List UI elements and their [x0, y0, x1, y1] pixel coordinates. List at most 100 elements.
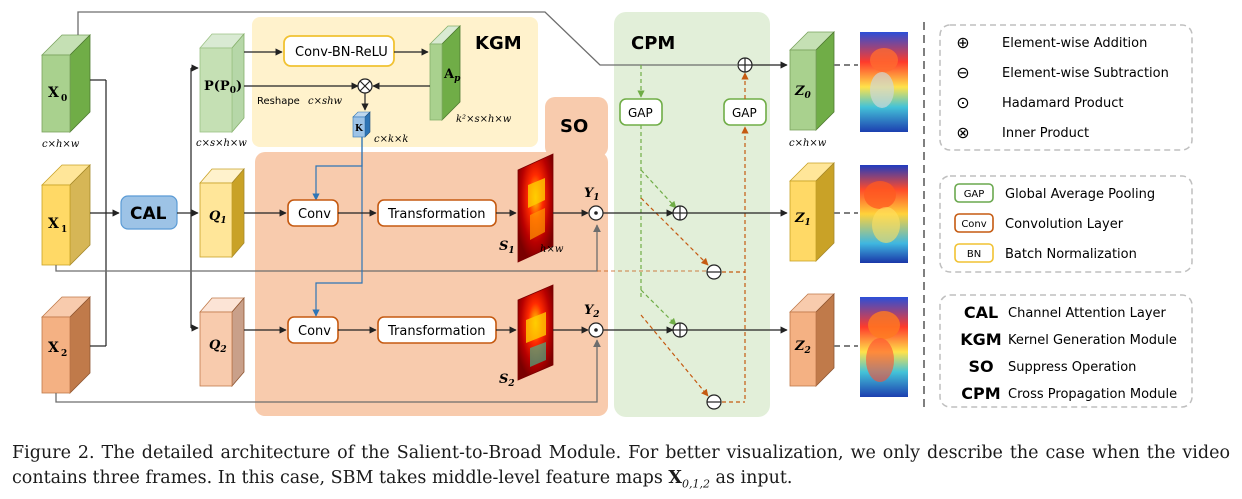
legend-op-symbol: ⊕ [956, 33, 969, 52]
s1-dim: h×w [540, 244, 564, 255]
y1-label: Y1 [584, 186, 600, 203]
legend-op-symbol: ⊗ [956, 123, 969, 142]
s1-heatmap [517, 153, 554, 263]
q1-label: Q1 [209, 209, 227, 226]
sub-op-2 [706, 394, 722, 410]
legend-block-item: Conv Convolution Layer [954, 213, 1124, 233]
gap-label-left: GAP [628, 106, 653, 120]
ap-label: Ap [443, 67, 461, 84]
legend-abbr-key: KGM [960, 330, 1001, 349]
legend-op-item: ⊕ Element-wise Addition [956, 33, 1147, 52]
z0-dim: c×h×w [789, 138, 827, 149]
so-header-region [545, 97, 608, 157]
z1-feature-block [789, 162, 835, 262]
x2-sub: 2 [61, 349, 67, 359]
kgm-title: KGM [475, 33, 522, 54]
k-dim: c×k×k [374, 134, 408, 145]
caption-line-1: Figure 2. The detailed architecture of t… [12, 443, 1230, 463]
s2-label: S2 [499, 372, 515, 389]
conv-label-2: Conv [298, 324, 331, 339]
x2-label: X [48, 340, 59, 356]
x1-sub: 1 [61, 225, 67, 235]
sub-op-1 [706, 264, 722, 280]
legend-op-item: ⊙ Hadamard Product [956, 93, 1123, 112]
legend-abbr-item: CAL Channel Attention Layer [964, 303, 1167, 322]
z2-label: Z2 [794, 339, 811, 356]
z2-feature-block [789, 293, 835, 387]
q1-feature-block [199, 167, 245, 259]
q2-label: Q2 [209, 338, 227, 355]
gap-label-right: GAP [732, 106, 757, 120]
caption-math-x: X [668, 468, 682, 488]
cam-image-z1 [860, 165, 908, 263]
legend-op-symbol: ⊖ [956, 63, 969, 82]
legend-abbr-label: Kernel Generation Module [1008, 333, 1177, 348]
legend-abbr-key: SO [968, 357, 993, 376]
legend-block-item: BN Batch Normalization [954, 243, 1137, 263]
legend-abbr-box [939, 294, 1193, 408]
p-label: P(P0) [204, 79, 242, 96]
ap-dim: k²×s×h×w [456, 114, 512, 125]
legend-abbr-item: CPM Cross Propagation Module [961, 384, 1177, 403]
legend-abbr-item: SO Suppress Operation [968, 357, 1136, 376]
figure-caption: Figure 2. The detailed architecture of t… [12, 441, 1230, 497]
so-region [255, 152, 608, 416]
reshape-dim: c×shw [308, 96, 343, 107]
caption-line-2-end: as input. [709, 468, 793, 488]
x0-dim: c×h×w [42, 139, 80, 150]
legend-block-swatch [954, 213, 994, 233]
transformation-label-2: Transformation [387, 324, 486, 339]
x0-feature-block: X 0 [41, 34, 91, 133]
legend-op-label: Element-wise Subtraction [1002, 66, 1169, 81]
add-op-z1 [672, 205, 688, 221]
architecture-diagram: KGM CPM SO X 0 c×h×w X 1 X 2 CAL [41, 11, 1193, 417]
legend-op-label: Inner Product [1002, 126, 1089, 141]
legend-op-item: ⊗ Inner Product [956, 123, 1089, 142]
p-dim: c×s×h×w [196, 138, 247, 149]
x0-sub: 0 [61, 94, 67, 104]
legend-ops-box [939, 24, 1193, 151]
p-feature-block [199, 32, 245, 134]
conv-label-1: Conv [298, 207, 331, 222]
s1-label: S1 [499, 239, 515, 256]
z0-feature-block [789, 31, 835, 131]
so-title: SO [560, 116, 588, 137]
legend-abbr-label: Channel Attention Layer [1008, 306, 1167, 321]
legend-block-tag: BN [967, 249, 981, 260]
caption-math-sub: 0,1,2 [681, 477, 710, 491]
conv-bn-relu-box [283, 35, 395, 67]
z0-label: Z0 [794, 84, 812, 101]
legend-abbr-item: KGM Kernel Generation Module [960, 330, 1177, 349]
cam-image-z2 [860, 297, 908, 397]
legend-abbr-key: CAL [964, 303, 998, 322]
legend-abbr-label: Suppress Operation [1008, 360, 1136, 375]
cal-label: CAL [130, 204, 167, 224]
legend-block-label: Batch Normalization [1005, 247, 1137, 262]
legend-block-tag: GAP [964, 189, 985, 200]
ap-feature-block [429, 25, 461, 121]
cpm-title: CPM [631, 33, 675, 54]
legend-abbr-key: CPM [961, 384, 1000, 403]
legend-abbr-label: Cross Propagation Module [1008, 387, 1177, 402]
caption-line-2-text: contains three frames. In this case, SBM… [12, 468, 669, 488]
y2-label: Y2 [584, 303, 600, 320]
legend-op-label: Hadamard Product [1002, 96, 1123, 111]
legend-block-label: Convolution Layer [1005, 217, 1124, 232]
reshape-label: Reshape [257, 96, 300, 107]
caption-line-2: contains three frames. In this case, SBM… [12, 466, 1230, 497]
s2-heatmap [517, 284, 554, 381]
legend-op-label: Element-wise Addition [1002, 36, 1147, 51]
q2-feature-block [199, 296, 245, 388]
add-op-z2 [672, 322, 688, 338]
legend-op-symbol: ⊙ [956, 93, 969, 112]
legend-block-swatch [954, 183, 994, 203]
x1-label: X [48, 216, 59, 232]
x0-label: X [48, 85, 59, 101]
legend-block-tag: Conv [961, 219, 986, 230]
cpm-region [614, 12, 770, 417]
legend-block-swatch [954, 243, 994, 263]
k-kernel-block [352, 111, 371, 138]
x2-feature-block: X 2 [41, 296, 91, 394]
x1-feature-block: X 1 [41, 164, 91, 266]
